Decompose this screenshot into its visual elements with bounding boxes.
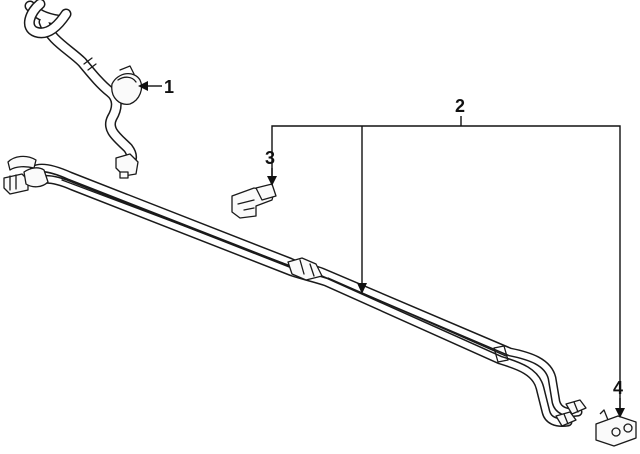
callout-1-label: 1 bbox=[164, 77, 174, 97]
callout-3-label: 3 bbox=[265, 148, 275, 168]
callout-1: 1 bbox=[138, 77, 174, 97]
part-1-hose[interactable] bbox=[23, 0, 143, 179]
part-2-hose-assembly[interactable] bbox=[3, 155, 587, 427]
part-3-clip[interactable] bbox=[231, 183, 277, 219]
callout-3: 3 bbox=[265, 148, 277, 186]
part-4-bracket[interactable] bbox=[595, 409, 637, 447]
callout-2: 2 bbox=[271, 96, 621, 410]
callout-4-label: 4 bbox=[613, 378, 623, 398]
callout-4: 4 bbox=[613, 378, 625, 418]
callout-2-label: 2 bbox=[455, 96, 465, 116]
